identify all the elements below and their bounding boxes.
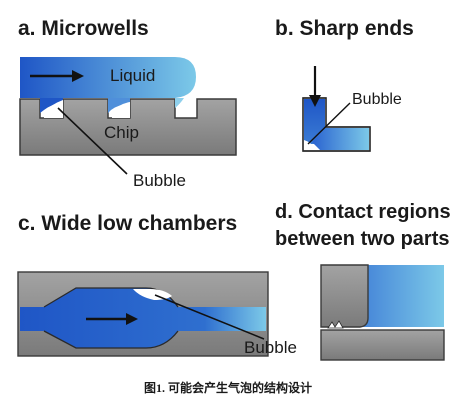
lower-part <box>320 329 445 361</box>
panel-c-title: c. Wide low chambers <box>18 212 237 235</box>
bubble <box>304 140 316 150</box>
upper-part <box>320 264 369 328</box>
chamber-liquid <box>20 288 266 348</box>
panel-d: d. Contact regions between two parts <box>275 201 451 361</box>
panel-b: b. Sharp ends Bubble <box>275 17 414 152</box>
bubble <box>112 102 130 118</box>
liquid-label: Liquid <box>110 66 155 85</box>
liquid-in-well-3 <box>175 98 184 108</box>
flow-arrow-icon <box>309 66 321 107</box>
bubble <box>327 320 344 329</box>
flow-arrow-icon <box>30 70 84 82</box>
panel-a: a. Microwells Liquid Chip Bubble <box>18 17 237 190</box>
panel-a-title: a. Microwells <box>18 17 149 40</box>
liquid-horizontal <box>312 128 369 150</box>
bubble-label: Bubble <box>244 338 297 357</box>
bubble-pointer <box>307 102 351 145</box>
bubble-label: Bubble <box>133 171 186 190</box>
liquid-in-well-1 <box>40 98 63 113</box>
bubble <box>44 100 63 118</box>
panel-c: c. Wide low chambers Bubble <box>17 212 297 357</box>
panel-b-title: b. Sharp ends <box>275 17 414 40</box>
bubble-label: Bubble <box>352 91 402 108</box>
liquid-layer <box>20 57 196 98</box>
channel-outline-stroke <box>302 97 371 152</box>
flow-arrow-icon <box>86 313 138 325</box>
figure-caption: 图1. 可能会产生气泡的结构设计 <box>144 380 312 395</box>
bubble-pointer <box>57 107 128 175</box>
panel-d-title-line2: between two parts <box>275 228 449 250</box>
panel-d-title-line1: d. Contact regions <box>275 201 451 223</box>
chip-label: Chip <box>104 123 139 142</box>
bubble-pointer <box>154 294 265 340</box>
liquid-in-well-2 <box>108 98 130 113</box>
